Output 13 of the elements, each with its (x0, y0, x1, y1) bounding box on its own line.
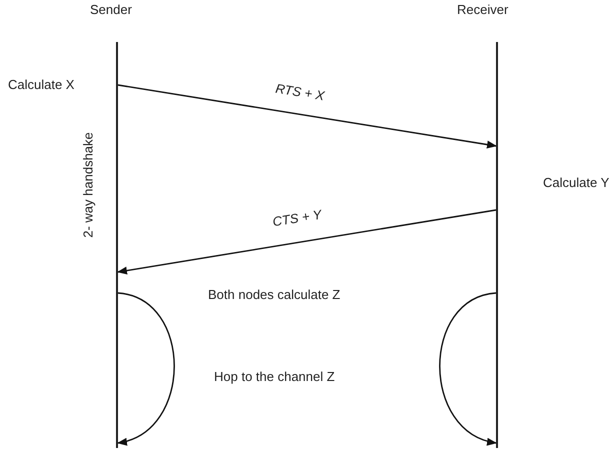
note-text: Both nodes calculate Z (208, 287, 340, 302)
participant-label: Sender (90, 2, 132, 17)
participant-label: Receiver (457, 2, 508, 17)
lifeline (496, 42, 498, 448)
lifeline (116, 42, 118, 448)
note-text: Hop to the channel Z (214, 369, 335, 384)
message-arrow (117, 209, 496, 274)
message-arrow (439, 292, 497, 444)
message-arrow (117, 292, 175, 444)
message-arrow (118, 84, 497, 149)
note-text: Calculate X (8, 77, 74, 92)
vertical-note: 2- way handshake (80, 132, 96, 238)
note-text: Calculate Y (543, 175, 610, 190)
